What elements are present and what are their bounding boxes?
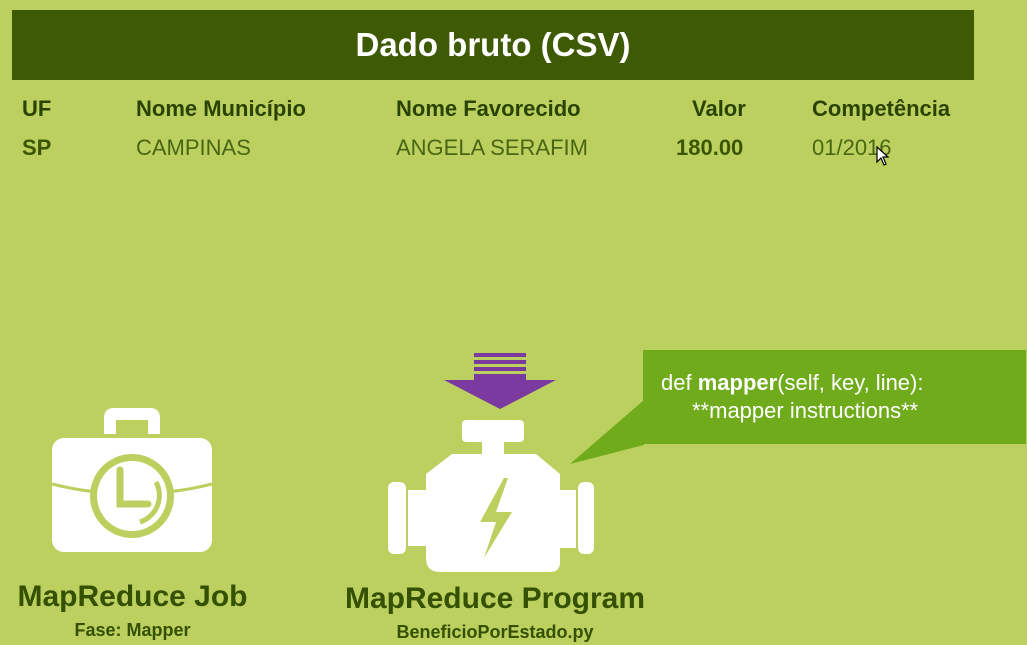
header-competencia: Competência: [812, 96, 951, 121]
bubble-line-2: **mapper instructions**: [692, 398, 919, 423]
job-title: MapReduce Job: [17, 580, 248, 613]
job-subtitle: Fase: Mapper: [74, 620, 191, 640]
cell-valor: 180.00: [676, 135, 744, 160]
program-subtitle: BeneficioPorEstado.py: [396, 622, 594, 642]
cell-uf: SP: [22, 135, 52, 160]
bubble-line-1: def mapper(self, key, line):: [643, 369, 1026, 397]
engine-icon: [388, 420, 594, 572]
bubble-prefix: def: [661, 370, 698, 395]
arrow-down-icon: [444, 353, 556, 409]
cell-nome-favorecido: ANGELA SERAFIM: [396, 135, 588, 160]
program-title: MapReduce Program: [344, 582, 646, 615]
bubble-suffix: (self, key, line):: [777, 370, 924, 395]
cursor-icon: [876, 146, 890, 166]
slide-title: Dado bruto (CSV): [355, 26, 631, 63]
cell-nome-municipio: CAMPINAS: [136, 135, 251, 160]
header-nome-favorecido: Nome Favorecido: [396, 96, 581, 121]
bubble-keyword: mapper: [697, 370, 778, 395]
speech-bubble-tail: [570, 400, 644, 464]
header-valor: Valor: [692, 96, 746, 121]
briefcase-clock-icon: [51, 408, 213, 552]
code-speech-bubble: def mapper(self, key, line): **mapper in…: [643, 350, 1026, 444]
slide-title-bar: Dado bruto (CSV): [12, 10, 974, 80]
header-uf: UF: [22, 96, 52, 121]
header-nome-municipio: Nome Município: [136, 96, 306, 121]
